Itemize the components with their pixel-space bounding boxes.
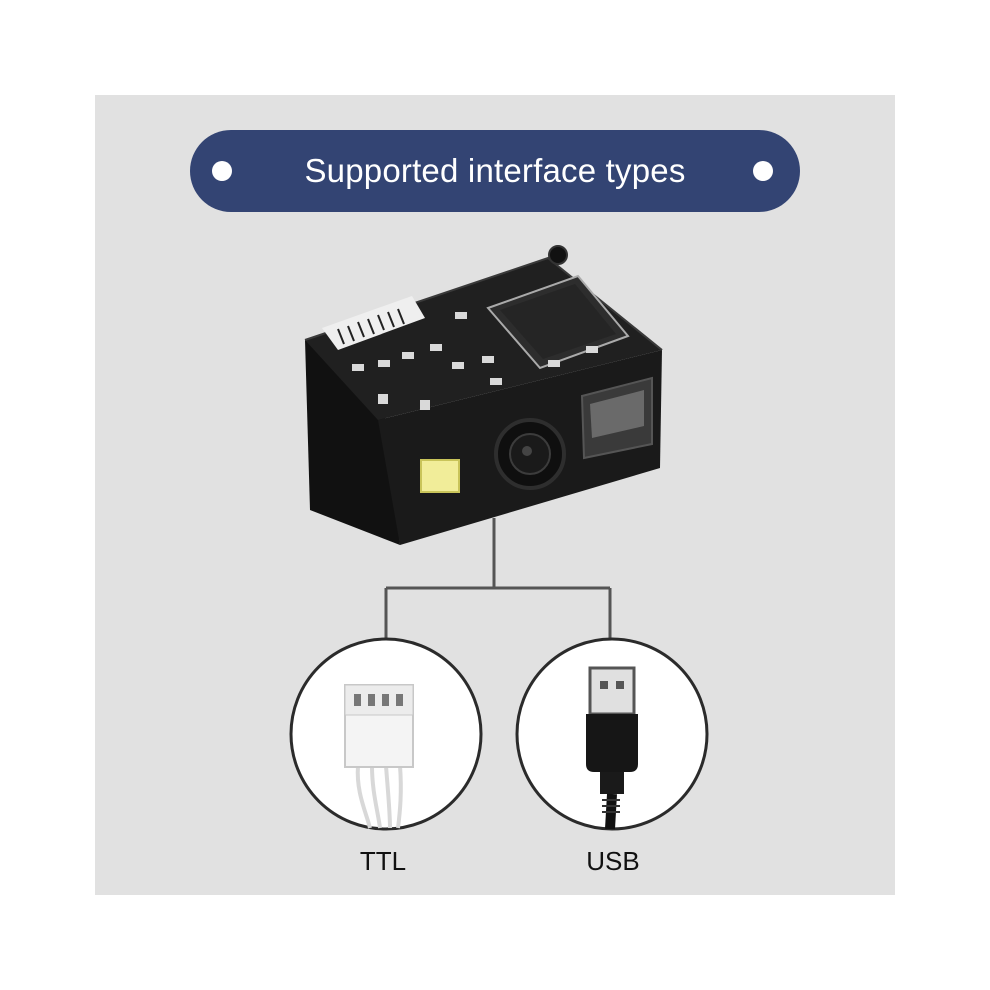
ttl-label: TTL (359, 846, 407, 876)
banner-dot-right (753, 161, 773, 181)
ttl-connector-icon (344, 684, 414, 829)
title-banner: Supported interface types (190, 130, 800, 212)
usb-plug-icon (586, 666, 638, 830)
scanner-module-image (304, 245, 663, 545)
usb-label: USB (586, 846, 640, 876)
banner-dot-left (212, 161, 232, 181)
banner-title: Supported interface types (304, 152, 686, 189)
ttl-interface-circle (289, 637, 483, 831)
connector-lines (384, 518, 612, 642)
usb-interface-circle (515, 637, 709, 831)
